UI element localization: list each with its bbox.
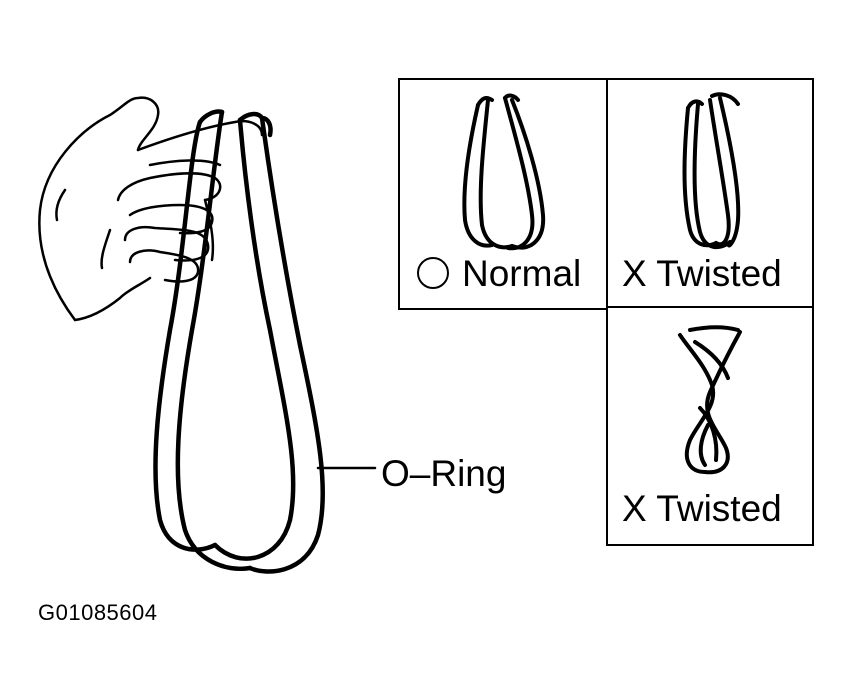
label-twisted-2: X Twisted (622, 488, 782, 529)
twisted-loop-icon-2 (678, 325, 742, 475)
label-twisted-1: X Twisted (622, 253, 782, 294)
panel-twisted-1 (606, 78, 814, 310)
oring-loop (153, 109, 326, 574)
label-oring: O–Ring (381, 453, 507, 494)
twisted-loop-icon-1 (682, 92, 741, 250)
normal-circle-icon (417, 257, 449, 289)
hand-drawing (38, 96, 264, 322)
figure-code: G01085604 (38, 600, 158, 625)
normal-loop-icon (462, 93, 546, 251)
label-normal: Normal (462, 253, 582, 294)
